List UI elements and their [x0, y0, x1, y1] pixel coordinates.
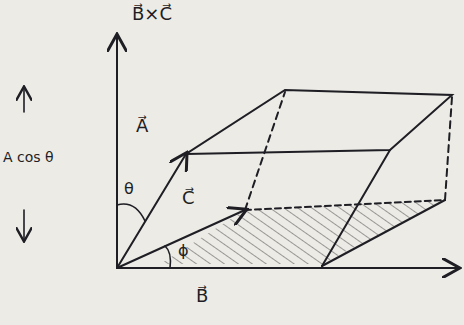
vector-label: A⃗	[136, 116, 148, 136]
vector-label: B⃗	[196, 286, 208, 306]
vector-c	[117, 210, 245, 268]
base-hatch	[160, 200, 445, 264]
dimension-label: A cos θ	[3, 150, 54, 165]
top-face	[186, 90, 452, 154]
angle-label: θ	[124, 180, 134, 198]
angle-label: ϕ	[178, 242, 189, 260]
normal-axis	[116, 36, 118, 268]
cross-product-label: B⃗×C⃗	[132, 4, 172, 24]
vector-label: C⃗	[182, 188, 195, 208]
b-axis	[117, 267, 458, 269]
vector-a	[117, 154, 186, 268]
